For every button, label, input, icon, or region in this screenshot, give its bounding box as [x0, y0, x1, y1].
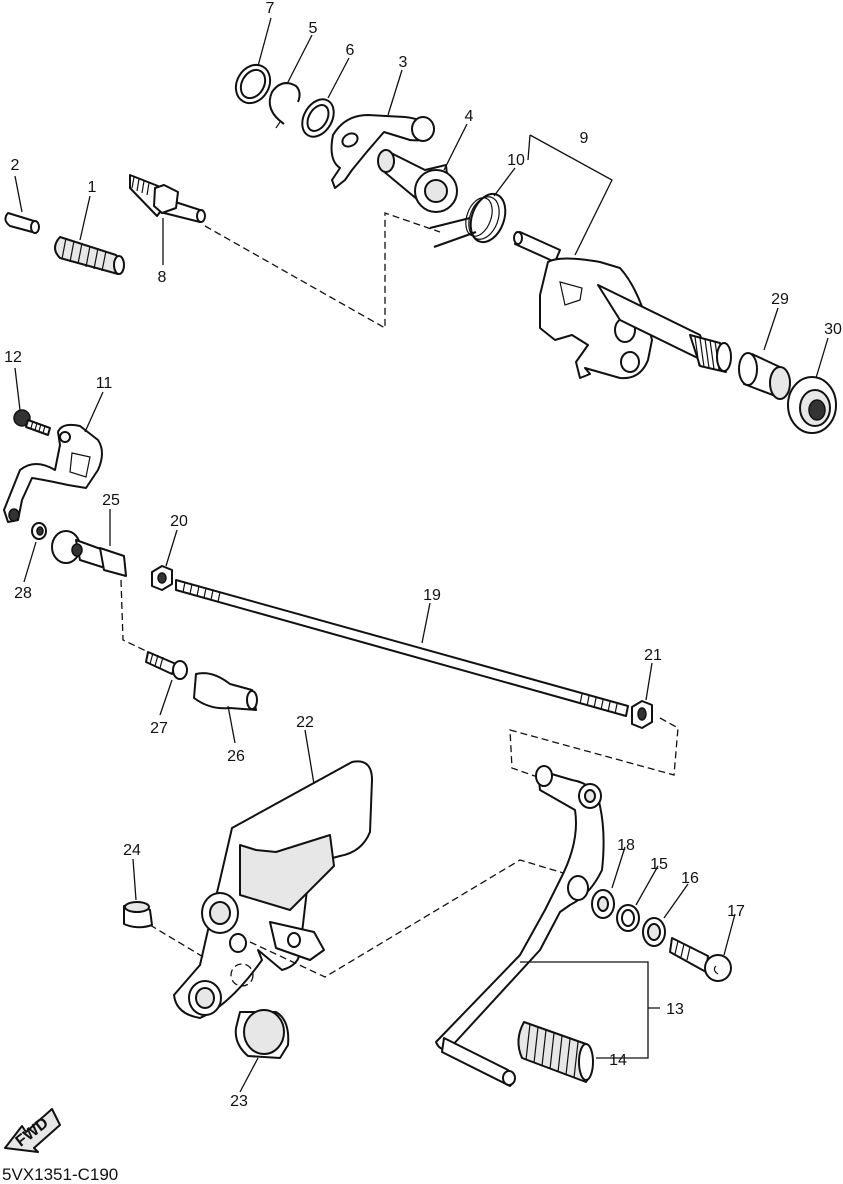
- part-number-labels: 7 5 6 3 4 10 9 2 1 8 29 30 12 11 25 20 2…: [4, 0, 842, 1110]
- label-4: 4: [465, 108, 474, 125]
- connector-25-27: [120, 579, 166, 661]
- part-21-nut: [631, 700, 653, 729]
- hidden-hole: [230, 963, 254, 987]
- part-7-ring: [234, 63, 272, 105]
- part-27-bolt: [145, 651, 188, 680]
- part-16-washer: [642, 917, 666, 947]
- part-2-pin: [4, 212, 40, 234]
- label-6: 6: [346, 42, 355, 59]
- label-22: 22: [296, 714, 314, 731]
- part-25-ball-joint: [51, 530, 127, 577]
- label-26: 26: [227, 748, 245, 765]
- label-13: 13: [666, 1001, 684, 1018]
- part-3-arm: [330, 114, 435, 189]
- part-17-bolt: [669, 937, 732, 982]
- label-2: 2: [11, 157, 20, 174]
- part-18-washer: [591, 889, 615, 919]
- part-23-damper: [234, 1009, 290, 1059]
- label-15: 15: [650, 856, 668, 873]
- label-23: 23: [230, 1093, 248, 1110]
- part-26-ball-socket: [193, 672, 258, 711]
- label-14: 14: [609, 1052, 627, 1069]
- label-30: 30: [824, 321, 842, 338]
- label-7: 7: [266, 0, 275, 17]
- part-8-shaft: [129, 174, 206, 223]
- label-11: 11: [96, 375, 113, 392]
- part-9-shift-shaft: [513, 231, 732, 380]
- part-20-nut: [151, 565, 173, 591]
- part-15-washer: [616, 904, 640, 932]
- part-24-cap: [123, 901, 153, 929]
- label-5: 5: [309, 20, 318, 37]
- connector-22-13: [149, 859, 571, 978]
- part-13-shift-pedal: [435, 765, 605, 1087]
- connector-8-9: [204, 212, 441, 330]
- label-24: 24: [123, 842, 141, 859]
- part-5-circlip: [268, 82, 301, 129]
- connector-21-13: [509, 717, 679, 781]
- part-14-pedal-rubber: [517, 1021, 594, 1083]
- fwd-arrow-icon: FWD: [4, 1108, 61, 1153]
- label-3: 3: [399, 54, 408, 71]
- part-10-spring: [429, 192, 507, 248]
- label-1: 1: [88, 179, 97, 196]
- label-25: 25: [102, 492, 120, 509]
- label-19: 19: [423, 587, 441, 604]
- label-27: 27: [150, 720, 168, 737]
- part-4-bushing: [377, 149, 458, 213]
- label-8: 8: [158, 269, 167, 286]
- label-9: 9: [580, 130, 589, 147]
- label-10: 10: [507, 152, 525, 169]
- label-28: 28: [14, 585, 32, 602]
- part-11-shift-arm: [3, 423, 103, 523]
- part-28-washer: [31, 522, 47, 540]
- part-1-spring: [54, 236, 125, 275]
- label-20: 20: [170, 513, 188, 530]
- label-12: 12: [4, 349, 22, 366]
- part-19-rod: [175, 579, 629, 717]
- part-12-bolt: [13, 409, 51, 436]
- part-6-washer: [301, 98, 335, 138]
- leader-lines: [14, 17, 829, 1093]
- label-29: 29: [771, 291, 789, 308]
- label-21: 21: [644, 647, 662, 664]
- label-18: 18: [617, 837, 635, 854]
- label-16: 16: [681, 870, 699, 887]
- part-22-bracket: [173, 760, 373, 1019]
- label-17: 17: [727, 903, 745, 920]
- drawing-code: 5VX1351-C190: [2, 1165, 118, 1184]
- part-29-collar: [738, 352, 791, 400]
- part-30-oil-seal: [787, 376, 837, 434]
